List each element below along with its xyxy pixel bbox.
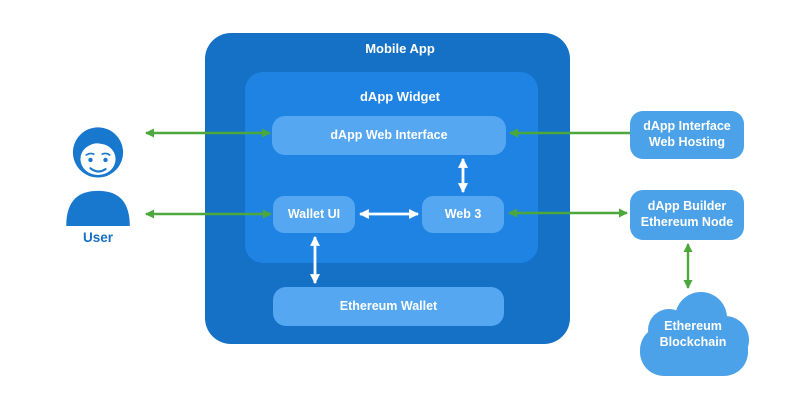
web3-box: Web 3 bbox=[422, 196, 504, 233]
mobile-app-label: Mobile App bbox=[365, 41, 435, 56]
ethereum-blockchain-node: Ethereum Blockchain bbox=[635, 290, 751, 380]
dapp-web-interface-box: dApp Web Interface bbox=[272, 116, 506, 155]
dapp-builder-ethereum-node-box: dApp Builder Ethereum Node bbox=[630, 190, 744, 240]
wallet-ui-box: Wallet UI bbox=[273, 196, 355, 233]
ethereum-wallet-box: Ethereum Wallet bbox=[273, 287, 504, 326]
person-icon bbox=[53, 124, 143, 226]
dapp-interface-web-hosting-box: dApp Interface Web Hosting bbox=[630, 111, 744, 159]
ethereum-blockchain-label: Ethereum Blockchain bbox=[659, 319, 727, 350]
dapp-widget-label: dApp Widget bbox=[359, 89, 441, 104]
user-node: User bbox=[53, 124, 143, 245]
user-label: User bbox=[82, 230, 114, 245]
